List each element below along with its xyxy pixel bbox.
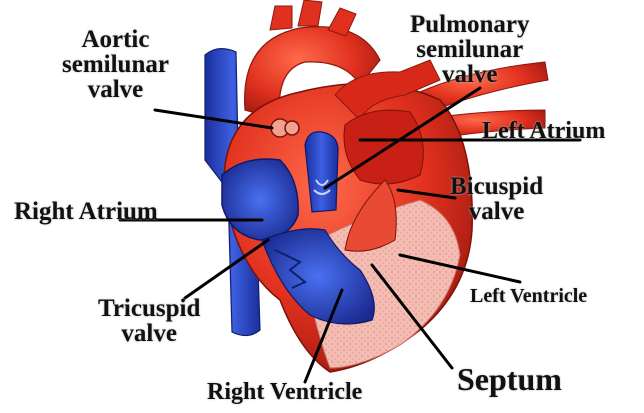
label-aortic-line2: semilunar	[62, 52, 169, 77]
label-bicuspid-valve: Bicuspid valve	[450, 174, 543, 224]
label-aortic-line1: Aortic	[62, 27, 169, 52]
label-right-atrium: Right Atrium	[14, 199, 158, 224]
label-left-atrium: Left Atrium	[482, 119, 605, 143]
label-tricuspid-valve: Tricuspid valve	[98, 296, 200, 346]
label-pulmonary-line2: semilunar	[410, 37, 529, 62]
label-left-ventricle: Left Ventricle	[470, 286, 587, 306]
label-pulmonary-line3: valve	[410, 62, 529, 87]
label-bicuspid-line2: valve	[450, 199, 543, 224]
label-pulmonary-semilunar-valve: Pulmonary semilunar valve	[410, 12, 529, 87]
aortic-valve-shape	[271, 119, 299, 137]
label-tricuspid-line1: Tricuspid	[98, 296, 200, 321]
label-aortic-semilunar-valve: Aortic semilunar valve	[62, 27, 169, 102]
label-aortic-line3: valve	[62, 77, 169, 102]
label-septum: Septum	[457, 363, 562, 395]
label-bicuspid-line1: Bicuspid	[450, 174, 543, 199]
label-tricuspid-line2: valve	[98, 321, 200, 346]
label-pulmonary-line1: Pulmonary	[410, 12, 529, 37]
label-right-ventricle: Right Ventricle	[207, 380, 362, 404]
